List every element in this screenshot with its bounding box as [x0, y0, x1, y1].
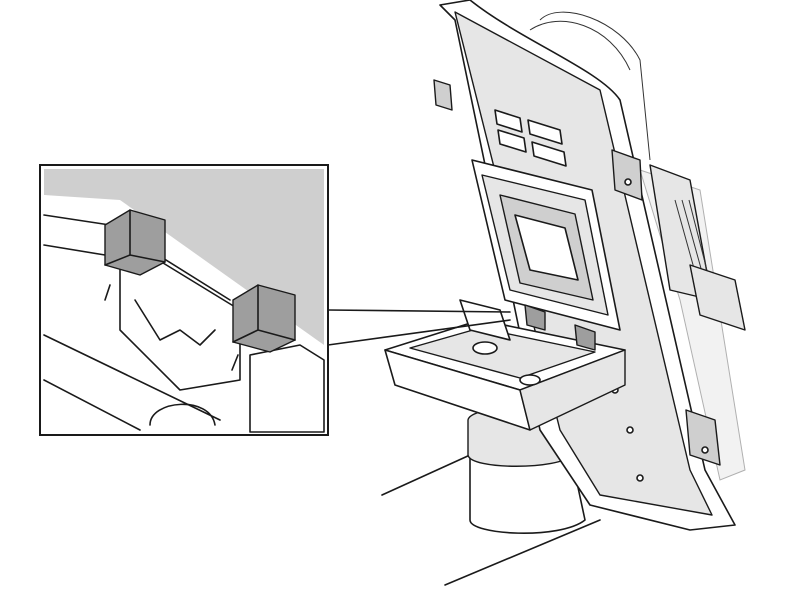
mount-window: [471, 159, 621, 331]
vent-slots: [494, 109, 567, 167]
callout-lines: [327, 309, 511, 346]
side-brackets: [433, 79, 721, 466]
latch-left: [104, 209, 166, 301]
latch-right: [231, 284, 296, 371]
main-panel: [433, 0, 736, 531]
detail-inset: [39, 164, 329, 436]
rear-accessory-unit: [529, 11, 746, 481]
base-tray: [384, 299, 626, 431]
